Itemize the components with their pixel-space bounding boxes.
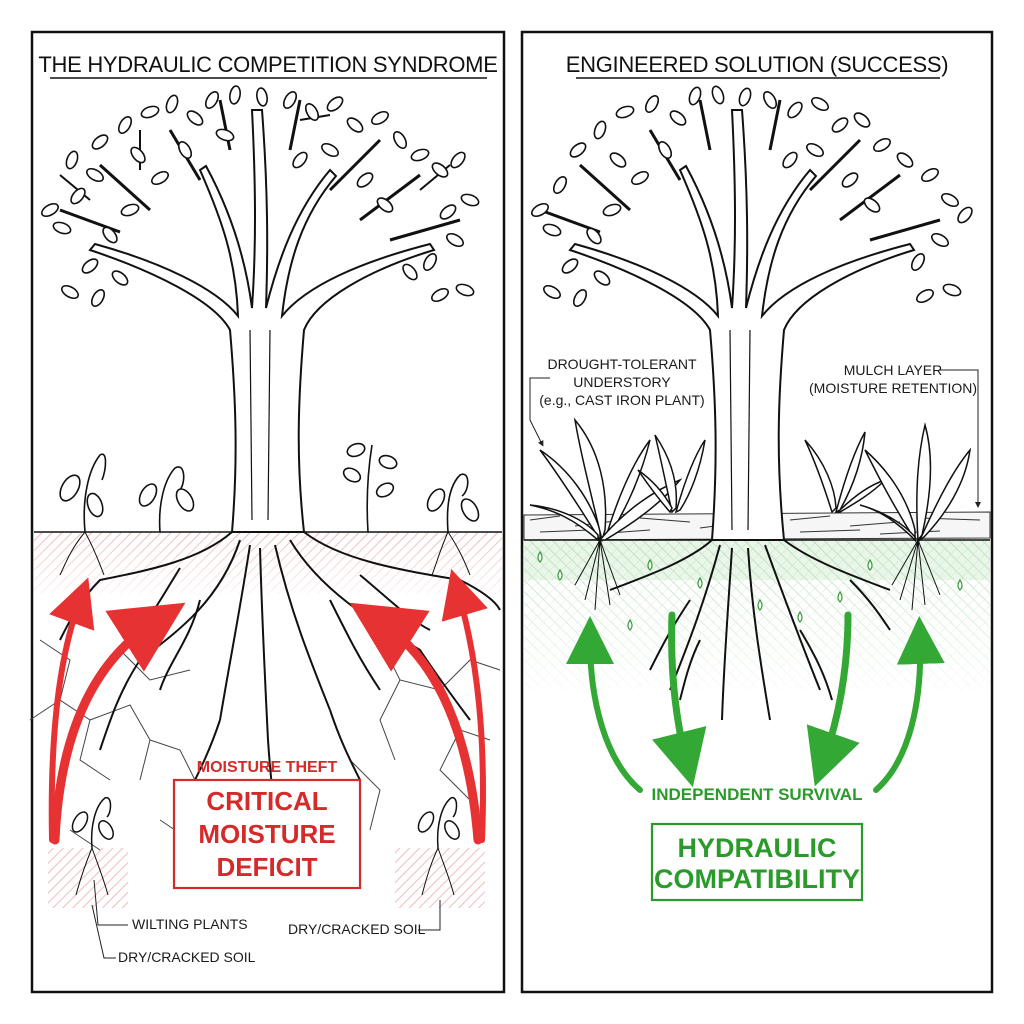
green-arrow-icon	[873, 616, 945, 793]
healthy-plant-icon	[804, 431, 886, 514]
critical-deficit-box	[172, 778, 362, 890]
dry-soil-label-right: DRY/CRACKED SOIL	[288, 921, 426, 937]
wilting-plant-icon	[59, 453, 107, 576]
compat-line-1: HYDRAULIC	[678, 833, 837, 863]
green-arrow-icon	[652, 611, 707, 788]
healthy-plant-icon	[342, 442, 398, 533]
understory-label-1: DROUGHT-TOLERANT	[547, 356, 697, 372]
wilting-plant-icon	[138, 466, 195, 533]
independent-survival-arrows	[566, 611, 945, 793]
healthy-plant-icon	[859, 422, 972, 543]
understory-roots	[574, 539, 941, 611]
hydraulic-compatibility-box	[650, 822, 864, 902]
tree-canopy-leaves	[531, 85, 973, 307]
tree-canopy-leaves	[41, 85, 480, 307]
moisture-theft-arrows	[48, 568, 488, 845]
moisture-theft-label: MOISTURE THEFT	[197, 759, 338, 776]
mulch-label-1: MULCH LAYER	[844, 362, 943, 378]
left-panel-title: THE HYDRAULIC COMPETITION SYNDROME	[38, 52, 497, 77]
compat-line-2: COMPATIBILITY	[654, 864, 860, 894]
understory-label-3: (e.g., CAST IRON PLANT)	[539, 392, 704, 408]
green-arrow-icon	[566, 616, 643, 793]
dry-soil-label-left: DRY/CRACKED SOIL	[118, 949, 256, 965]
tree-roots	[609, 539, 891, 721]
understory-label-2: UNDERSTORY	[573, 374, 671, 390]
right-panel-title: ENGINEERED SOLUTION (SUCCESS)	[566, 52, 948, 77]
independent-survival-label: INDEPENDENT SURVIVAL	[652, 785, 863, 804]
mulch-label-2: (MOISTURE RETENTION)	[809, 380, 977, 396]
red-arrow-icon	[441, 568, 488, 843]
wilting-plant-icon	[426, 473, 480, 576]
right-panel: ENGINEERED SOLUTION (SUCCESS)	[520, 30, 994, 994]
deficit-line-2: MOISTURE	[198, 819, 335, 849]
healthy-plant-icon	[637, 434, 706, 514]
wilting-plants-label: WILTING PLANTS	[132, 916, 248, 932]
red-arrow-icon	[50, 602, 186, 845]
green-arrow-icon	[806, 611, 860, 787]
red-arrow-icon	[349, 602, 483, 845]
left-panel: THE HYDRAULIC COMPETITION SYNDROME	[29, 30, 506, 994]
wilting-plant-icon	[71, 797, 114, 896]
wilting-plant-icon	[417, 797, 460, 896]
deficit-line-1: CRITICAL	[206, 786, 327, 816]
water-droplets	[537, 550, 963, 631]
deficit-line-3: DEFICIT	[216, 852, 317, 882]
red-arrow-icon	[48, 577, 95, 843]
